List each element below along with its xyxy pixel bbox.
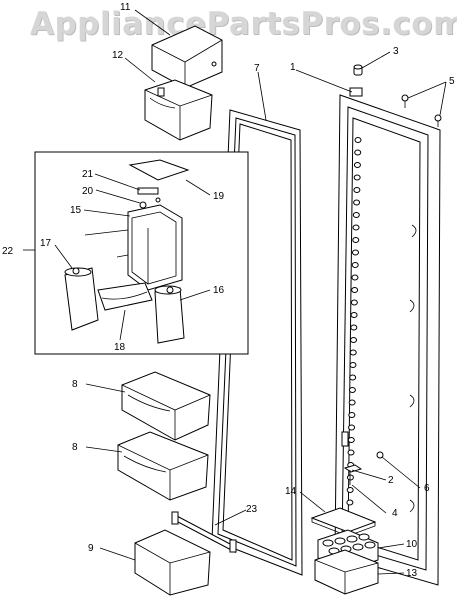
door-dimple xyxy=(351,274,359,281)
callout-10: 10 xyxy=(406,539,418,550)
callout-23: 23 xyxy=(246,504,258,515)
door-dimple xyxy=(349,362,357,368)
callout-19: 19 xyxy=(213,191,225,202)
callout-22: 22 xyxy=(2,246,14,257)
callout-4: 4 xyxy=(392,508,398,519)
callout-15: 15 xyxy=(70,205,82,216)
egg-cup xyxy=(334,537,346,545)
callout-11: 11 xyxy=(120,2,131,13)
door-dimple xyxy=(347,449,355,456)
door-dimple xyxy=(352,237,360,243)
egg-cup xyxy=(364,541,376,549)
door-dimple xyxy=(351,262,359,268)
door-dimple xyxy=(346,487,354,493)
door-bin-lower xyxy=(117,431,209,501)
door-dimple xyxy=(347,437,355,443)
hinge-cap xyxy=(353,64,363,76)
callout-5: 5 xyxy=(449,76,455,87)
callout-2: 2 xyxy=(388,475,394,486)
door-dimple xyxy=(353,162,361,168)
callout-3: 3 xyxy=(393,46,399,57)
ice-bin-frame xyxy=(84,204,183,291)
door-dimple xyxy=(348,412,356,418)
door-dimple xyxy=(348,399,356,406)
callout-9: 9 xyxy=(88,543,94,554)
right-door-bin xyxy=(154,285,185,344)
callout-labels: 1 2 3 4 5 6 7 8 8 9 10 11 12 13 14 15 16… xyxy=(2,2,455,579)
door-dimple xyxy=(354,149,362,156)
door-dimple xyxy=(352,212,360,218)
door-dimple xyxy=(348,387,356,393)
door-bin-bottom xyxy=(134,529,211,596)
door-dimple xyxy=(346,474,354,481)
ice-tray xyxy=(97,282,153,311)
ice-bin-lid xyxy=(128,159,190,181)
bin-bracket xyxy=(171,511,237,554)
egg-tray-base xyxy=(314,549,379,595)
bottom-hinge-parts xyxy=(341,431,384,485)
door-dimple xyxy=(349,374,357,381)
lid-fasteners xyxy=(137,187,161,209)
door-dimple xyxy=(348,424,356,431)
callout-7: 7 xyxy=(254,63,260,74)
callout-16: 16 xyxy=(213,285,225,296)
dairy-cover xyxy=(151,25,223,89)
callout-1: 1 xyxy=(290,62,296,73)
dairy-bin xyxy=(144,79,213,141)
door-dimple xyxy=(350,337,358,343)
callout-21: 21 xyxy=(82,169,94,180)
door-dimple xyxy=(350,299,358,306)
callout-8-upper: 8 xyxy=(72,379,78,390)
door-dimple xyxy=(353,187,361,193)
door-bin-upper xyxy=(121,371,211,441)
door-dimple xyxy=(353,174,361,181)
egg-cup xyxy=(352,543,364,551)
callout-18: 18 xyxy=(114,342,126,353)
door-dimple xyxy=(351,287,359,293)
door-dimple xyxy=(354,137,362,143)
door-dimple xyxy=(353,199,361,206)
callout-13: 13 xyxy=(406,568,418,579)
left-door-bin xyxy=(64,267,99,331)
door-dimple xyxy=(352,224,360,231)
callout-17: 17 xyxy=(40,238,52,249)
callout-8-lower: 8 xyxy=(72,442,78,453)
door-dimple xyxy=(346,499,354,506)
door-dimple xyxy=(350,324,358,331)
egg-cup xyxy=(358,533,370,541)
callout-12: 12 xyxy=(112,50,124,61)
watermark: AppliancePartsPros.com xyxy=(30,6,457,42)
egg-cup xyxy=(346,535,358,543)
door-dimple xyxy=(350,312,358,318)
egg-cup xyxy=(322,539,334,547)
leader-lines xyxy=(23,9,447,575)
door-assembly xyxy=(334,87,441,586)
callout-6: 6 xyxy=(424,483,430,494)
callout-20: 20 xyxy=(82,186,94,197)
door-dimple xyxy=(351,249,359,256)
callout-14: 14 xyxy=(285,486,297,497)
door-dimple xyxy=(349,349,357,356)
